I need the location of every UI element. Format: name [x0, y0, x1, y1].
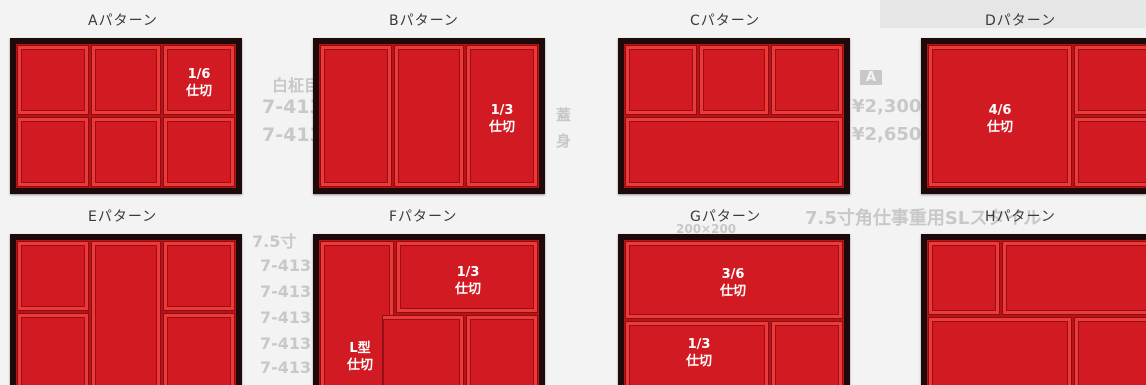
- background-text: ¥2,300: [852, 96, 922, 117]
- compartment: [929, 318, 1071, 385]
- label-fraction: 1/3: [490, 103, 514, 118]
- compartment: [1075, 118, 1146, 186]
- label-fraction: 1/6: [187, 67, 211, 82]
- label-fraction: 3/6: [721, 267, 745, 282]
- tray-interior: [624, 44, 844, 188]
- compartment-label: 1/3 仕切: [445, 264, 491, 298]
- background-text: 7-413: [260, 358, 312, 377]
- tray-interior: 1/6 仕切: [16, 44, 236, 188]
- background-text: ¥2,650: [852, 124, 922, 145]
- compartment: [772, 46, 842, 114]
- pattern-d-title: Dパターン: [985, 13, 1057, 29]
- compartment: [1075, 46, 1146, 114]
- background-text: A: [860, 70, 883, 85]
- compartment: [18, 242, 88, 310]
- compartment: [92, 118, 160, 186]
- label-text: 仕切: [454, 282, 481, 297]
- label-fraction: L型: [349, 341, 371, 356]
- compartment: [626, 46, 696, 114]
- pattern-f-title: Fパターン: [389, 209, 458, 225]
- label-text: 仕切: [488, 120, 515, 135]
- label-fraction: 1/3: [456, 265, 480, 280]
- tray-interior: 3/6 仕切 1/3 仕切: [624, 240, 844, 385]
- background-band-top-right: [880, 0, 1146, 28]
- tray-pattern-e: [10, 234, 242, 385]
- background-text: 7-413: [260, 282, 312, 301]
- compartment: [1003, 242, 1146, 314]
- tray-pattern-b: 1/3 仕切: [313, 38, 545, 194]
- background-text: 7-413: [260, 308, 312, 327]
- pattern-c-title: Cパターン: [690, 13, 761, 29]
- compartment: [626, 118, 842, 186]
- pattern-h-title: Hパターン: [985, 209, 1056, 225]
- compartment-label: 3/6 仕切: [710, 266, 756, 300]
- compartment: [164, 118, 234, 186]
- label-text: 仕切: [346, 358, 373, 373]
- compartment: [700, 46, 768, 114]
- compartment-label: 1/3 仕切: [479, 102, 525, 136]
- pattern-g-title: Gパターン: [690, 209, 762, 225]
- compartment: [772, 322, 842, 385]
- pattern-b-title: Bパターン: [389, 13, 459, 29]
- compartment: [92, 46, 160, 114]
- tray-interior: 4/6 仕切: [927, 44, 1146, 188]
- background-text: 7.5寸角仕事重用SLスタイル: [805, 208, 1042, 229]
- compartment: [397, 242, 537, 312]
- compartment: [395, 46, 463, 186]
- tray-interior: [16, 240, 236, 385]
- label-fraction: 1/3: [687, 337, 711, 352]
- tray-pattern-h: [921, 234, 1146, 385]
- compartment-label-l: L型 仕切: [337, 340, 383, 374]
- compartment: [626, 242, 842, 318]
- background-text: 白柾目: [272, 76, 321, 95]
- tray-pattern-f: 1/3 仕切 L型 仕切: [313, 234, 545, 385]
- tray-interior: 1/3 仕切 L型 仕切: [319, 240, 539, 385]
- compartment: [18, 46, 88, 114]
- compartment: [164, 46, 234, 114]
- compartment: [929, 242, 999, 314]
- compartment: [1075, 318, 1146, 385]
- tray-pattern-c: [618, 38, 850, 194]
- tray-interior: [927, 240, 1146, 385]
- compartment: [18, 314, 88, 385]
- label-text: 仕切: [685, 354, 712, 369]
- label-text: 仕切: [185, 84, 212, 99]
- label-text: 仕切: [986, 120, 1013, 135]
- background-text: 200×200: [676, 222, 737, 236]
- pattern-e-title: Eパターン: [88, 209, 158, 225]
- background-text: 蓋: [556, 106, 572, 124]
- compartment: [467, 316, 537, 385]
- background-text: 7.5寸: [252, 232, 297, 251]
- compartment-label: 4/6 仕切: [977, 102, 1023, 136]
- compartment: [164, 314, 234, 385]
- compartment: [626, 322, 768, 385]
- compartment-l-shape: [383, 316, 463, 385]
- compartment-label: 1/3 仕切: [676, 336, 722, 370]
- compartment-label: 1/6 仕切: [176, 66, 222, 100]
- pattern-a-title: Aパターン: [88, 13, 158, 29]
- background-text: 身: [556, 132, 572, 150]
- compartment: [929, 46, 1071, 186]
- compartment: [321, 46, 391, 186]
- compartment: [18, 118, 88, 186]
- tray-pattern-d: 4/6 仕切: [921, 38, 1146, 194]
- label-text: 仕切: [719, 284, 746, 299]
- tray-pattern-g: 3/6 仕切 1/3 仕切: [618, 234, 850, 385]
- compartment-l-shape: [321, 242, 393, 385]
- tray-pattern-a: 1/6 仕切: [10, 38, 242, 194]
- label-fraction: 4/6: [988, 103, 1012, 118]
- background-text: 7-413: [260, 256, 312, 275]
- background-text: 7-413: [260, 334, 312, 353]
- compartment: [164, 242, 234, 310]
- tray-interior: 1/3 仕切: [319, 44, 539, 188]
- compartment: [467, 46, 537, 186]
- compartment: [92, 242, 160, 385]
